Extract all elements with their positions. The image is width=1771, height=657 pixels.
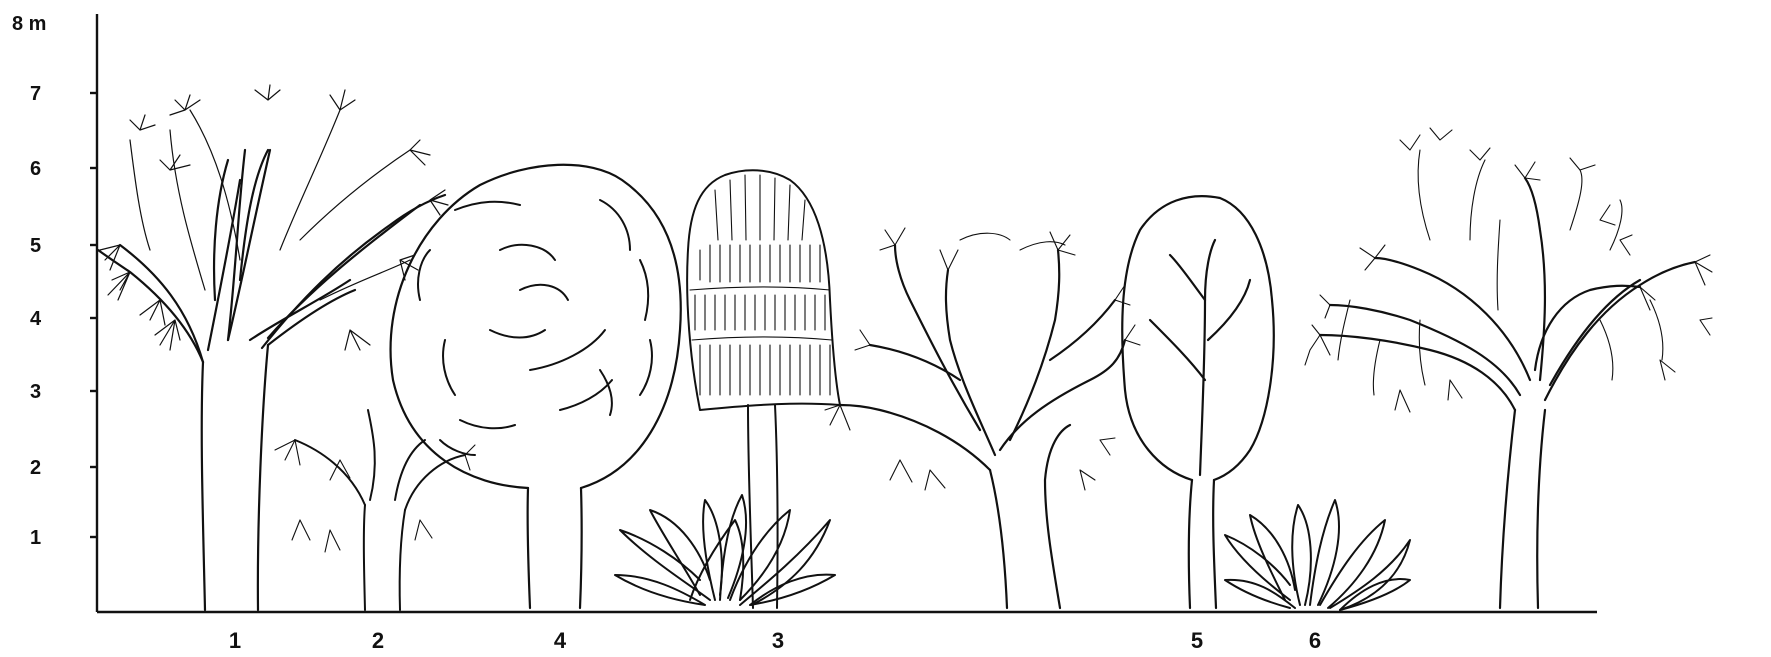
axis-tick-label: 5: [30, 235, 41, 257]
axis-unit-label: 8 m: [12, 13, 46, 35]
plant-3-thatched-palm[interactable]: [687, 170, 840, 608]
plant-number-label: 5: [1191, 628, 1203, 653]
plant-4-round-crown-tree: [391, 165, 681, 608]
axis-tick-label: 4: [30, 308, 42, 330]
axis-tick-label: 7: [30, 83, 41, 105]
plant-1-tall-branching-tree: [98, 85, 448, 610]
plant-number-label: 6: [1309, 628, 1321, 653]
plant-number-label: 1: [229, 628, 241, 653]
plant-6-spiky-rosette: [1225, 500, 1410, 610]
axis-tick-label: 1: [30, 527, 41, 549]
plant-number-label: 3: [772, 628, 784, 653]
plant-5-oval-crown-tree: [1122, 196, 1274, 608]
axis-tick-label: 6: [30, 158, 41, 180]
plant-labels: 1 2 4 3 5 6: [229, 628, 1321, 653]
plant-number-label: 4: [554, 628, 567, 653]
axis-tick-label: 3: [30, 381, 41, 403]
plant-number-label: 2: [372, 628, 384, 653]
plant-2-small-shrub: [275, 410, 475, 610]
spiky-rosette-left: [615, 495, 835, 605]
branching-tree-center: [825, 228, 1140, 608]
axis-tick-label: 2: [30, 457, 41, 479]
weeping-tree-right: [1305, 128, 1712, 608]
